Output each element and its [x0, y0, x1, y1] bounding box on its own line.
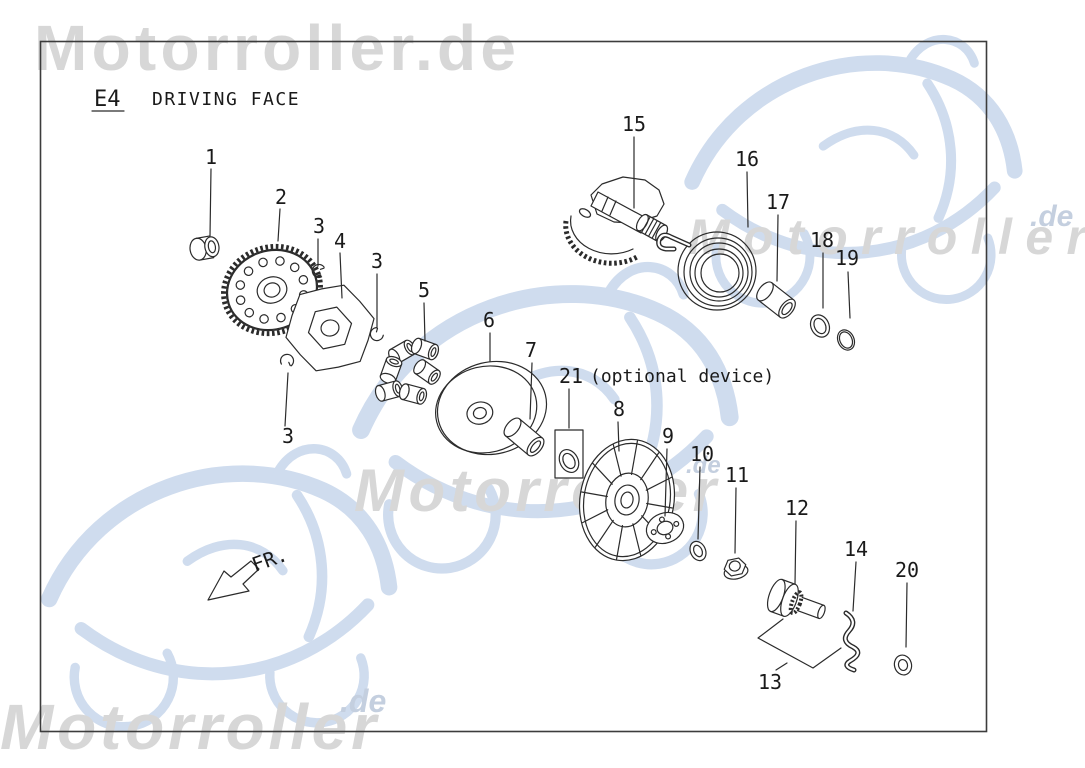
- part-7-spacer: [503, 417, 545, 457]
- part-17-bushing: [756, 281, 796, 319]
- callout-label-9-11: 9: [662, 424, 674, 448]
- part-5-weight-rollers: [374, 337, 441, 405]
- watermark-suffix-middle: .de: [686, 452, 721, 479]
- part-19-oring: [836, 329, 856, 351]
- watermark-suffix-bottom: .de: [340, 683, 386, 719]
- callout-label-20-22: 20: [895, 558, 919, 582]
- watermark-text-bottom: Motorroller: [0, 691, 379, 763]
- watermark-suffix-right: .de: [1030, 200, 1073, 233]
- callout-leader-20-22: [905, 582, 908, 648]
- section-code: E4: [94, 87, 121, 112]
- callout-label-4-3: 4: [334, 229, 346, 253]
- callout-leader-19-21: [847, 271, 851, 319]
- callout-leader-11-13: [734, 487, 737, 554]
- part-9-ratchet-plate: [645, 511, 685, 545]
- callout-label-18-20: 18: [810, 228, 834, 252]
- callout-label-10-12: 10: [690, 442, 714, 466]
- watermark-text-top: Motorroller.de: [34, 12, 516, 84]
- front-arrow-icon: [207, 560, 260, 601]
- part-18-washer: [809, 314, 831, 338]
- part-11-nut: [723, 557, 749, 580]
- callout-label-19-21: 19: [835, 246, 859, 270]
- callout-leader-8-10: [617, 421, 620, 452]
- callout-label-3-2: 3: [313, 214, 325, 238]
- part-16-spiral-spring: [656, 231, 757, 311]
- callout-label-3-6: 3: [282, 424, 294, 448]
- callout-label-13-15: 13: [758, 670, 782, 694]
- part-10-washer: [689, 540, 707, 562]
- callout-label-6-7: 6: [483, 308, 495, 332]
- part-15-kick-starter-spindle: [563, 176, 669, 266]
- part-14-spring-clip: [842, 610, 861, 673]
- optional-device-note: (optional device): [590, 366, 774, 387]
- part-12-starter-pinion: [766, 578, 826, 620]
- callout-leader-1-0: [209, 168, 212, 237]
- page-border: [39, 40, 988, 733]
- callout-label-21-9: 21: [559, 364, 583, 388]
- callout-label-17-19: 17: [766, 190, 790, 214]
- part-21-optional-oring: [554, 429, 584, 479]
- callout-label-1-0: 1: [205, 145, 217, 169]
- callout-leader-4-3: [339, 252, 343, 299]
- callout-label-12-14: 12: [785, 496, 809, 520]
- callout-leader-7-8: [529, 362, 533, 420]
- callout-label-16-18: 16: [735, 147, 759, 171]
- part-13-set-bracket: [757, 618, 842, 669]
- part-1-bushing: [189, 235, 220, 261]
- part-20-nut: [893, 654, 913, 676]
- page-title: DRIVING FACE: [152, 89, 300, 110]
- callout-leader-17-19: [776, 214, 779, 282]
- callout-label-15-17: 15: [622, 112, 646, 136]
- parts-layer: [189, 176, 913, 676]
- part-4-ramp-plate: [285, 284, 375, 372]
- callout-label-8-10: 8: [613, 397, 625, 421]
- part-3-eclip-b: [369, 326, 384, 342]
- callout-label-2-1: 2: [275, 185, 287, 209]
- callout-label-3-4: 3: [371, 249, 383, 273]
- callout-leader-2-1: [277, 208, 281, 242]
- title-block: E4 DRIVING FACE: [91, 87, 300, 112]
- part-3-eclip-c: [279, 353, 295, 367]
- callout-leader-3-6: [284, 372, 289, 427]
- callout-leader-9-11: [664, 448, 668, 517]
- callout-leader-12-14: [794, 520, 797, 585]
- callout-label-7-8: 7: [525, 338, 537, 362]
- callout-leader-14-16: [852, 561, 857, 612]
- callout-leader-13-15: [775, 662, 788, 671]
- callout-label-14-16: 14: [844, 537, 868, 561]
- part-3-eclip-a: [311, 263, 325, 279]
- callout-leader-16-18: [746, 171, 749, 228]
- callout-label-11-13: 11: [725, 463, 749, 487]
- callout-leader-10-12: [697, 466, 701, 540]
- callout-leader-5-5: [423, 302, 426, 342]
- callout-label-5-5: 5: [418, 278, 430, 302]
